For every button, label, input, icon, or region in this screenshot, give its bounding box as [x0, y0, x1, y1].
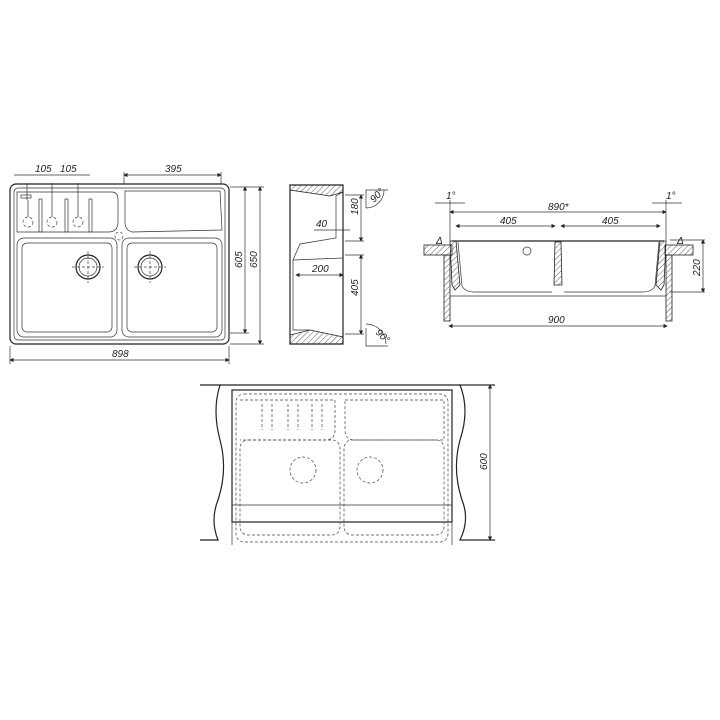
- dim-bowl-depth-side: 200: [311, 264, 329, 275]
- dim-rim: 40: [316, 219, 328, 230]
- sink-outline: [9, 183, 230, 345]
- front-section: 1° 1° 890* 405 405 Δ Δ 220 900: [423, 191, 706, 329]
- tap-holes: [22, 183, 84, 228]
- logo-plate: [20, 194, 32, 199]
- tolerance-left: 1°: [446, 191, 456, 202]
- right-bowl: [121, 237, 223, 338]
- dim-cutout: 890*: [548, 202, 570, 213]
- drainer-area: [16, 191, 119, 233]
- cabinet-right: [665, 254, 673, 322]
- dim-bowl-right: 405: [602, 216, 619, 227]
- drain-left-hidden: [289, 456, 317, 484]
- top-view: 105 105 395 898 605 650: [9, 164, 264, 364]
- dim-overall-width: 898: [112, 349, 129, 360]
- cabinet-left: [443, 254, 451, 322]
- dim-bowl-depth: 605: [234, 251, 245, 268]
- countertop-edge-left: [200, 384, 225, 541]
- dim-slot-1: 105: [35, 164, 52, 175]
- drain-right-hidden: [356, 456, 384, 484]
- dim-slot-2: 105: [60, 164, 77, 175]
- shelf-area: [124, 190, 223, 233]
- dim-height: 220: [692, 259, 703, 277]
- delta-right: Δ: [676, 236, 684, 247]
- install-view: 600: [200, 384, 495, 545]
- sink-outline-hidden: [235, 393, 449, 543]
- delta-left: Δ: [435, 236, 443, 247]
- sink-cutout: [231, 389, 453, 523]
- dim-shelf-height: 180: [350, 198, 361, 215]
- angle-bottom: 90°: [373, 327, 391, 345]
- dim-bowl-left: 405: [500, 216, 517, 227]
- drainer-slots: [38, 198, 93, 233]
- dim-bowl-length: 405: [350, 279, 361, 296]
- overflow-hole: [114, 231, 124, 241]
- angle-top: 90°: [368, 187, 386, 205]
- dim-overall-depth: 650: [249, 251, 260, 268]
- dim-cabinet: 900: [548, 315, 565, 326]
- countertop-edge-right: [455, 384, 495, 541]
- drain-right: [134, 251, 166, 283]
- left-bowl: [16, 237, 118, 338]
- dim-countertop-depth: 600: [479, 453, 490, 470]
- dim-shelf-width: 395: [165, 164, 182, 175]
- side-view: 180 40 200 405 90° 90°: [289, 184, 391, 347]
- drain-left: [72, 251, 104, 283]
- tolerance-right: 1°: [666, 191, 676, 202]
